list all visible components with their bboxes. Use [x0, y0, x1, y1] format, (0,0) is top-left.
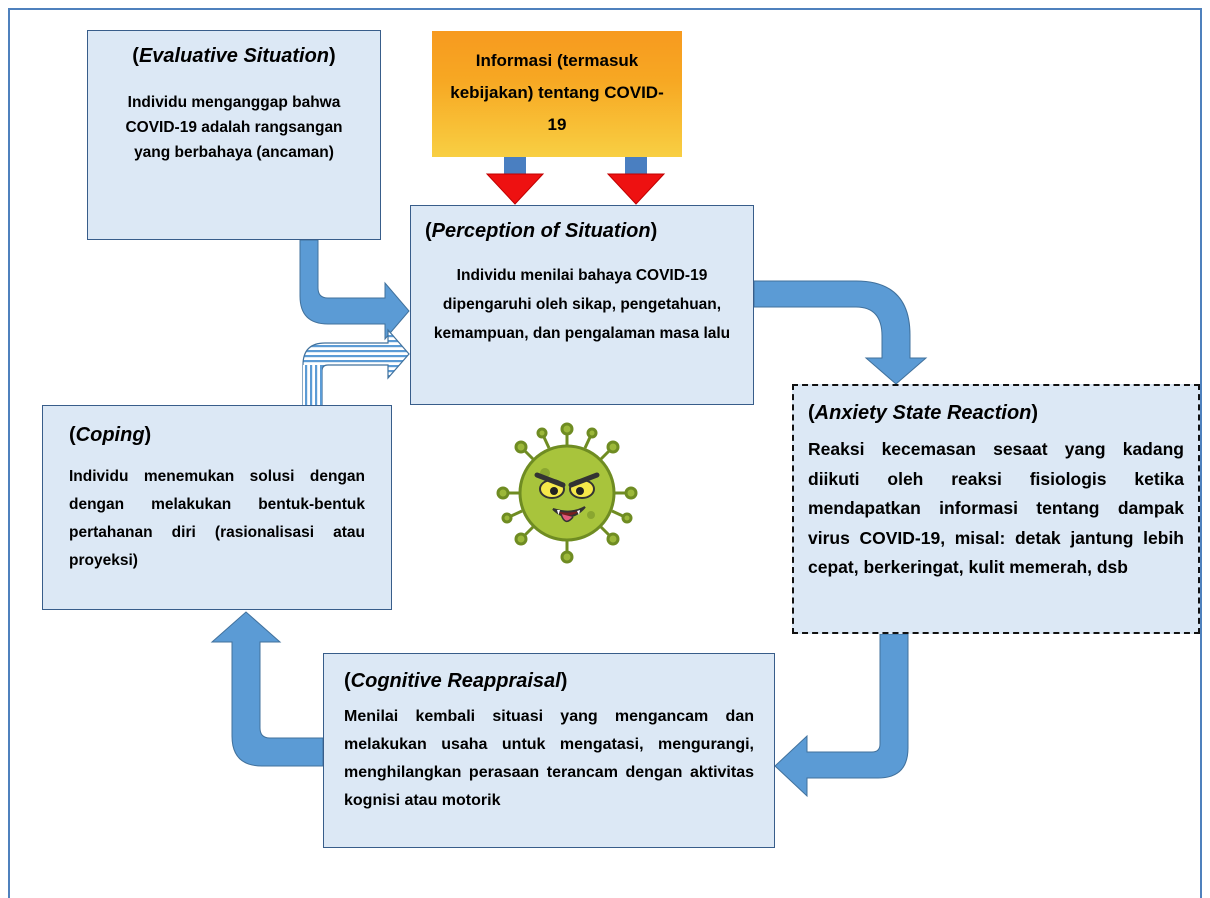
curved-arrow-eval-to-perception: [299, 239, 410, 341]
evaluative-situation-box: (Evaluative Situation) Individu mengangg…: [87, 30, 381, 240]
evaluative-title: (Evaluative Situation): [132, 45, 336, 67]
cognitive-body: Menilai kembali situasi yang mengancam d…: [344, 708, 754, 809]
striped-arrow-coping-to-perception: [302, 328, 410, 406]
cognitive-title: (Cognitive Reappraisal): [344, 670, 568, 692]
evaluative-body: Individu menganggap bahwa COVID-19 adala…: [125, 94, 343, 161]
perception-body: Individu menilai bahaya COVID-19 dipenga…: [433, 267, 731, 342]
down-arrow-red-right: [606, 150, 666, 205]
perception-situation-box: (Perception of Situation) Individu menil…: [410, 205, 754, 405]
curved-arrow-cognitive-to-coping: [210, 611, 324, 767]
coping-title: (Coping): [69, 424, 152, 446]
anxiety-title: (Anxiety State Reaction): [808, 402, 1039, 424]
diagram-connectors: [210, 150, 928, 798]
cognitive-reappraisal-box: (Cognitive Reappraisal) Menilai kembali …: [323, 653, 775, 848]
anxiety-state-reaction-box: (Anxiety State Reaction) Reaksi kecemasa…: [792, 384, 1200, 634]
coping-box: (Coping) Individu menemukan solusi denga…: [42, 405, 392, 610]
coping-body: Individu menemukan solusi dengan dengan …: [69, 468, 365, 569]
down-arrow-red-left: [485, 150, 545, 205]
perception-title: (Perception of Situation): [425, 220, 658, 242]
information-body: Informasi (termasuk kebijakan) tentang C…: [450, 51, 664, 134]
anxiety-body: Reaksi kecemasan sesaat yang kadang diik…: [808, 439, 1184, 577]
curved-arrow-anxiety-to-cognitive: [774, 633, 909, 798]
curved-arrow-perception-to-anxiety: [753, 280, 928, 385]
diagram-frame: [8, 8, 1202, 898]
information-box: Informasi (termasuk kebijakan) tentang C…: [432, 31, 682, 157]
virus-illustration: [496, 422, 638, 564]
